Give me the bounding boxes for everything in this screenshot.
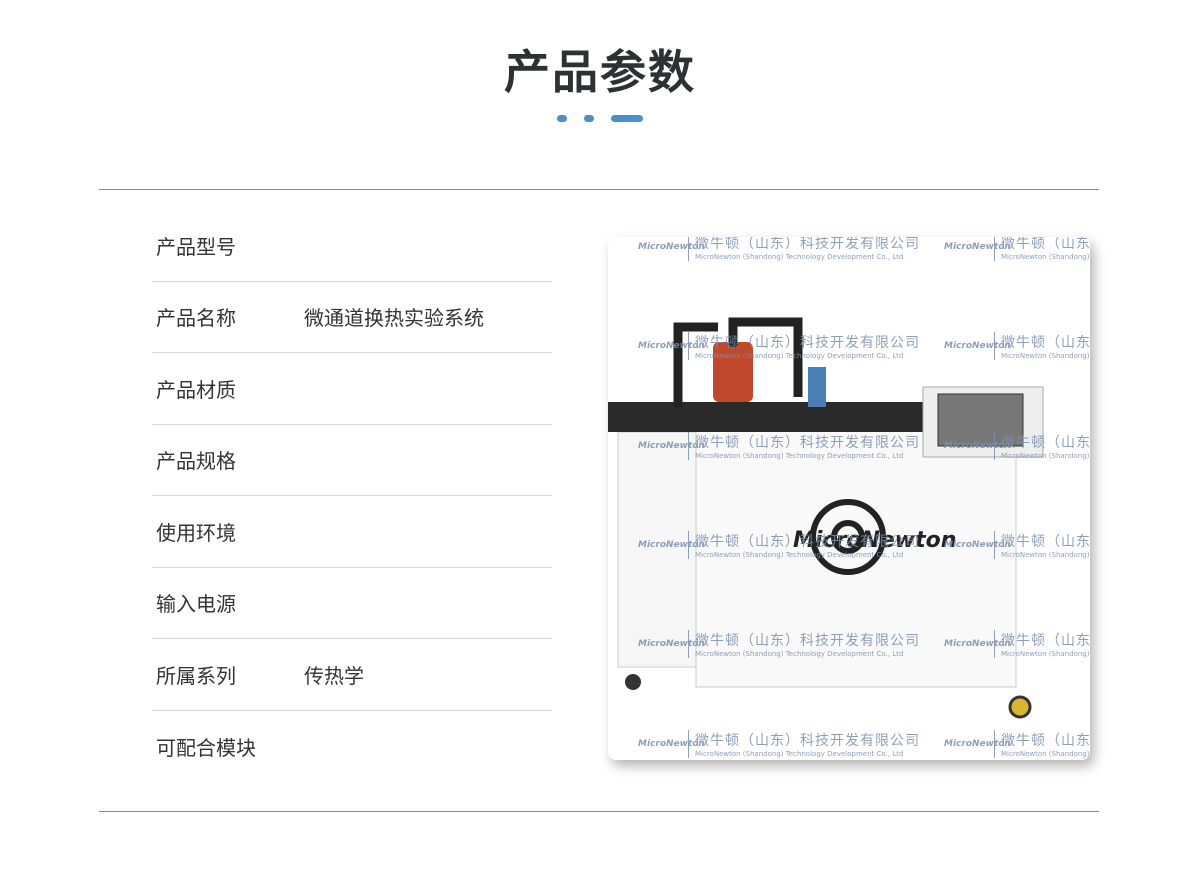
param-label: 产品材质 [156,377,236,402]
param-value: 微通道换热实验系统 [304,306,484,331]
param-label: 产品名称 [156,306,236,331]
param-label: 产品规格 [156,449,236,474]
param-row: 可配合模块 [152,711,552,783]
param-row: 产品名称 微通道换热实验系统 [152,282,552,353]
title-decoration-bar [611,115,643,122]
param-label: 可配合模块 [156,735,256,760]
param-row: 产品型号 [152,210,552,282]
param-table: 产品型号 产品名称 微通道换热实验系统 产品材质 产品规格 使用环境 输入电源 所… [152,210,552,782]
title-decoration-dot [584,115,594,122]
param-row: 所属系列 传热学 [152,639,552,711]
param-row: 产品规格 [152,425,552,496]
param-label: 产品型号 [156,234,236,259]
param-row: 输入电源 [152,568,552,639]
page-title: 产品参数 [504,45,696,99]
brand-logo-text: MicroNewton [793,528,956,553]
param-label: 所属系列 [156,663,236,688]
title-decoration-dot [557,115,567,122]
param-label: 使用环境 [156,520,236,545]
equipment-illustration: MicroNewton [608,317,1044,719]
param-label: 输入电源 [156,592,236,617]
param-value: 传热学 [304,663,364,688]
param-row: 使用环境 [152,496,552,568]
param-row: 产品材质 [152,353,552,425]
divider-top [99,189,1099,190]
divider-bottom [99,811,1099,812]
